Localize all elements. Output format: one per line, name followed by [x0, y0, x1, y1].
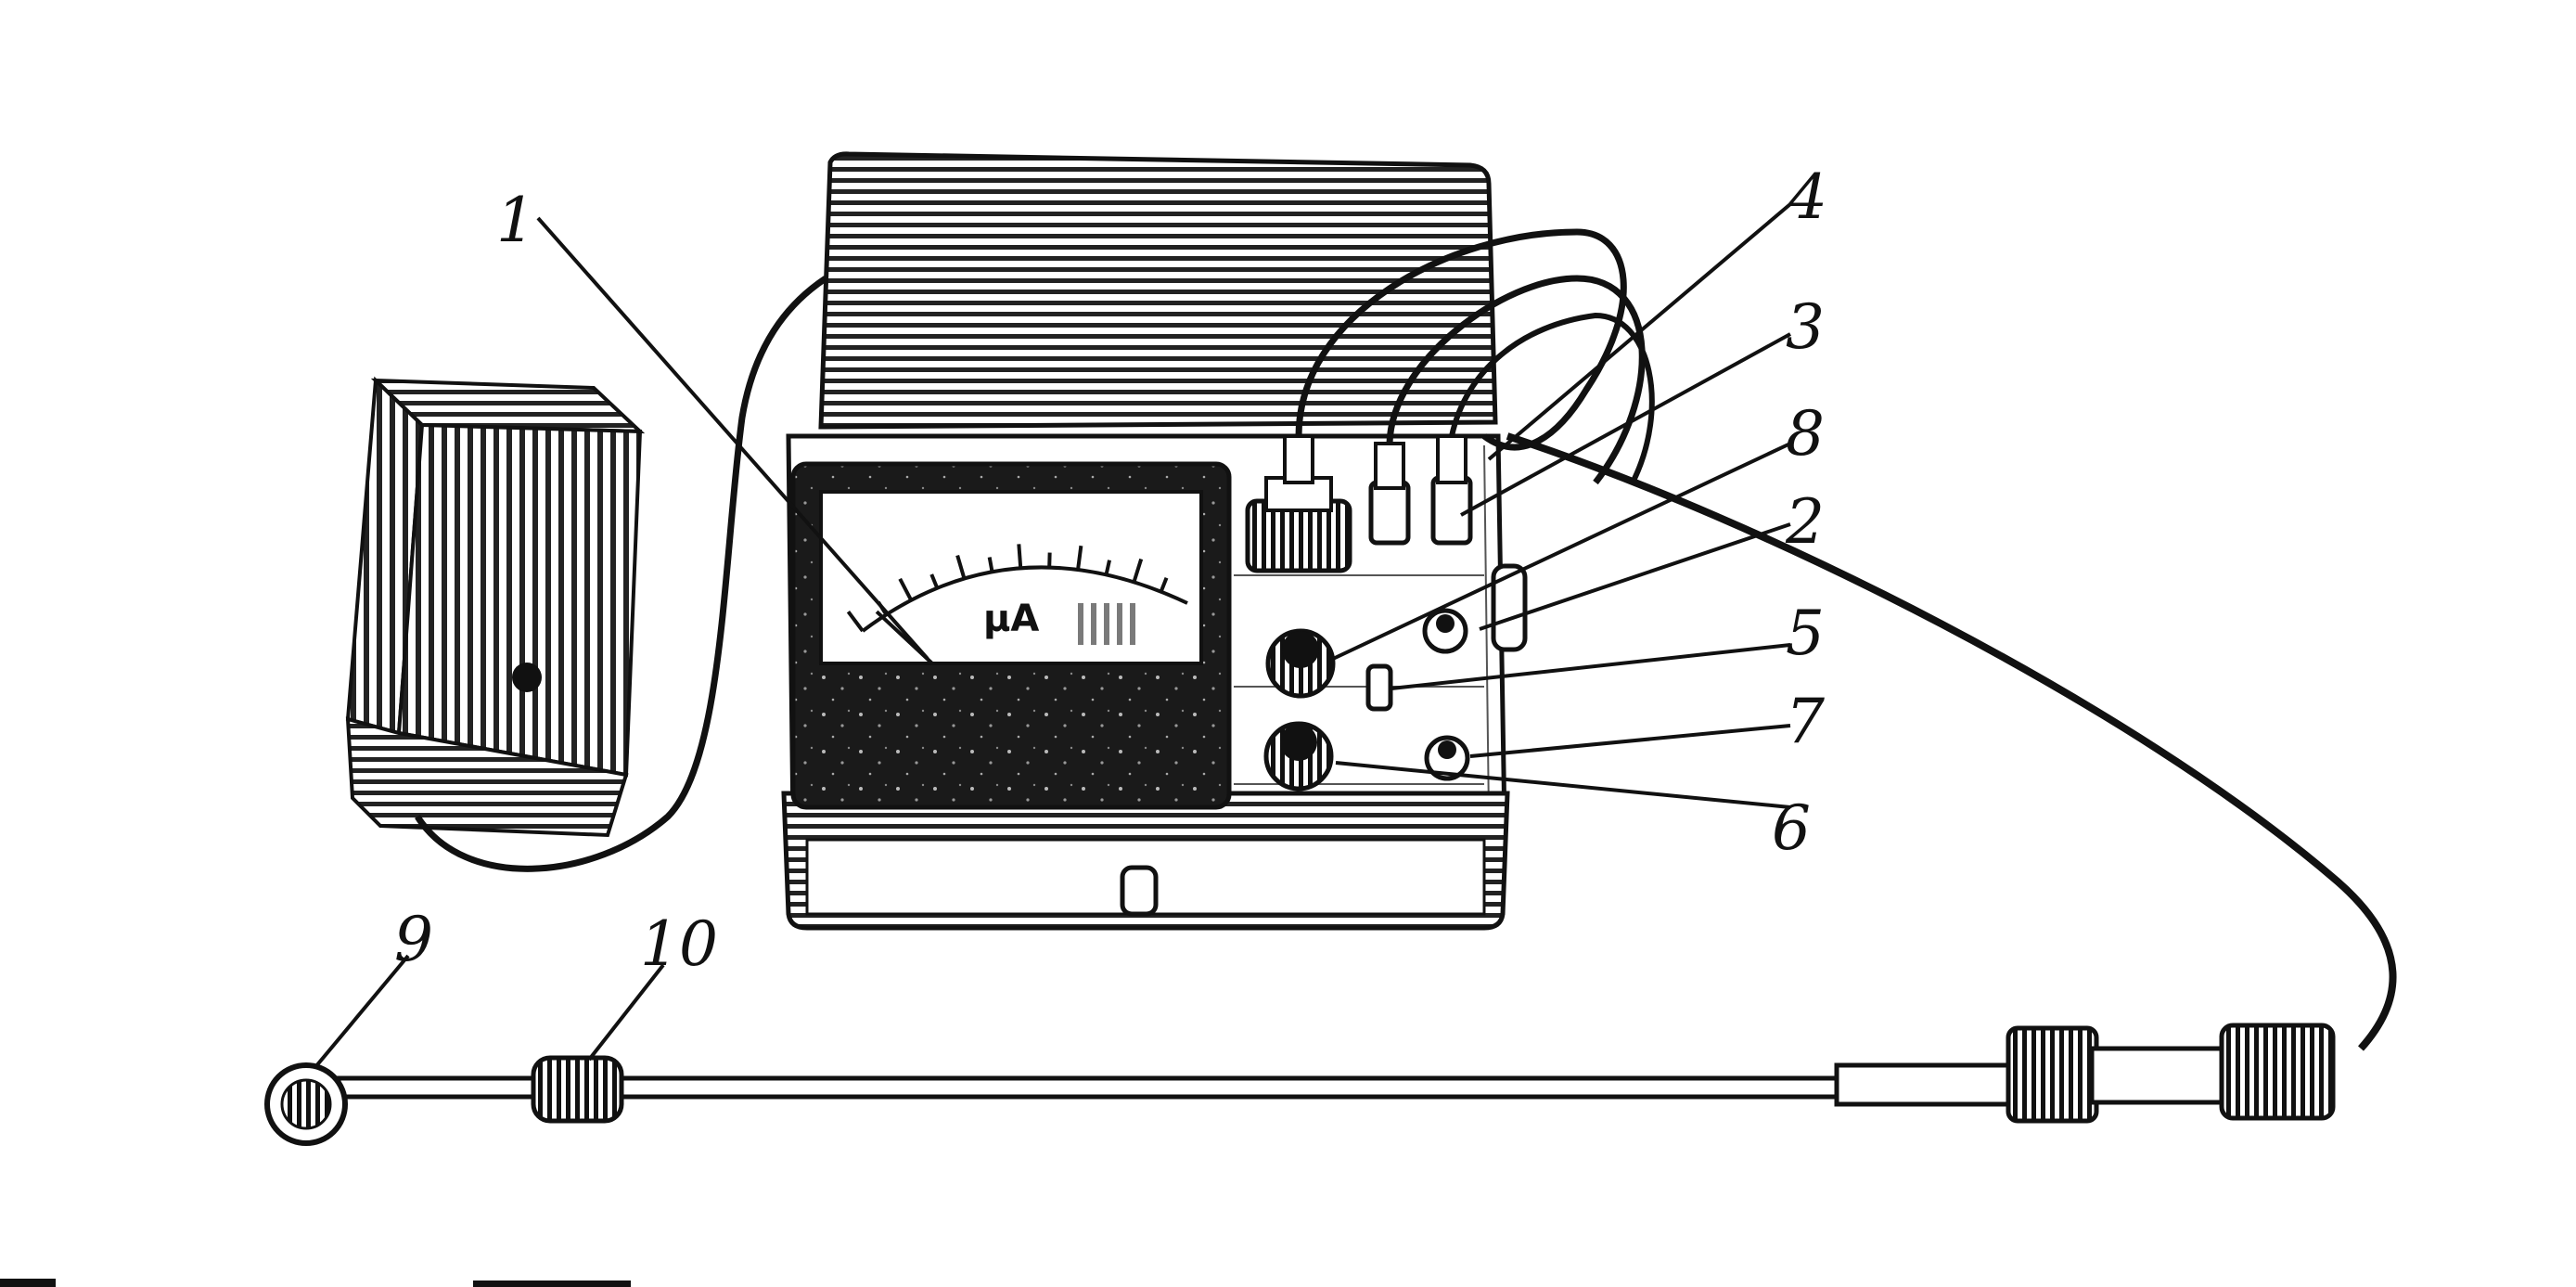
scan-edge-mark	[473, 1281, 631, 1287]
leader-lines	[314, 202, 1792, 1069]
controls	[1245, 434, 1473, 792]
plug-socket-left	[1368, 480, 1411, 546]
probe-cable	[1506, 432, 2397, 1051]
case-handle-icon	[1491, 563, 1528, 652]
meter-tick	[1159, 577, 1169, 593]
scan-edge-mark	[0, 1279, 56, 1287]
meter-tick	[1017, 544, 1023, 569]
microammeter: μA	[790, 461, 1232, 810]
callout-8: 8	[1786, 398, 1825, 470]
callout-2: 2	[1785, 486, 1825, 558]
meter-tick	[898, 577, 913, 601]
callout-labels: 1 2 3 4 5 6 7 8 9 10	[394, 161, 1827, 980]
probe-coupling	[2006, 1025, 2099, 1124]
meter-tick	[929, 573, 940, 589]
callout-9: 9	[394, 904, 433, 975]
meter-tick	[846, 610, 865, 633]
meter-unit-label: μA	[983, 598, 1039, 640]
meter-tick	[1104, 560, 1111, 575]
callout-5: 5	[1786, 598, 1825, 669]
callout-7: 7	[1786, 686, 1825, 757]
meter-tick	[987, 557, 994, 573]
meter-tick	[1132, 558, 1144, 583]
meter-tick	[1076, 545, 1083, 571]
callout-1: 1	[496, 185, 535, 256]
callout-6: 6	[1772, 792, 1811, 864]
case-latch-icon	[1120, 865, 1159, 917]
lead-wire-b	[1386, 275, 1646, 485]
battery-socket-icon	[512, 663, 542, 692]
lead-wire-a	[1295, 228, 1627, 451]
callout-3: 3	[1786, 291, 1825, 363]
plug-socket-right	[1430, 475, 1473, 546]
meter-tick	[955, 554, 967, 580]
battery-pack	[345, 376, 646, 838]
probe-rod	[264, 1023, 2336, 1146]
adjust-slot	[1365, 663, 1393, 712]
probe-sleeve	[531, 1055, 624, 1124]
probe-handle-end	[2219, 1023, 2336, 1121]
callout-10: 10	[640, 908, 718, 980]
callout-4: 4	[1788, 161, 1827, 233]
battery-cable	[415, 276, 827, 872]
